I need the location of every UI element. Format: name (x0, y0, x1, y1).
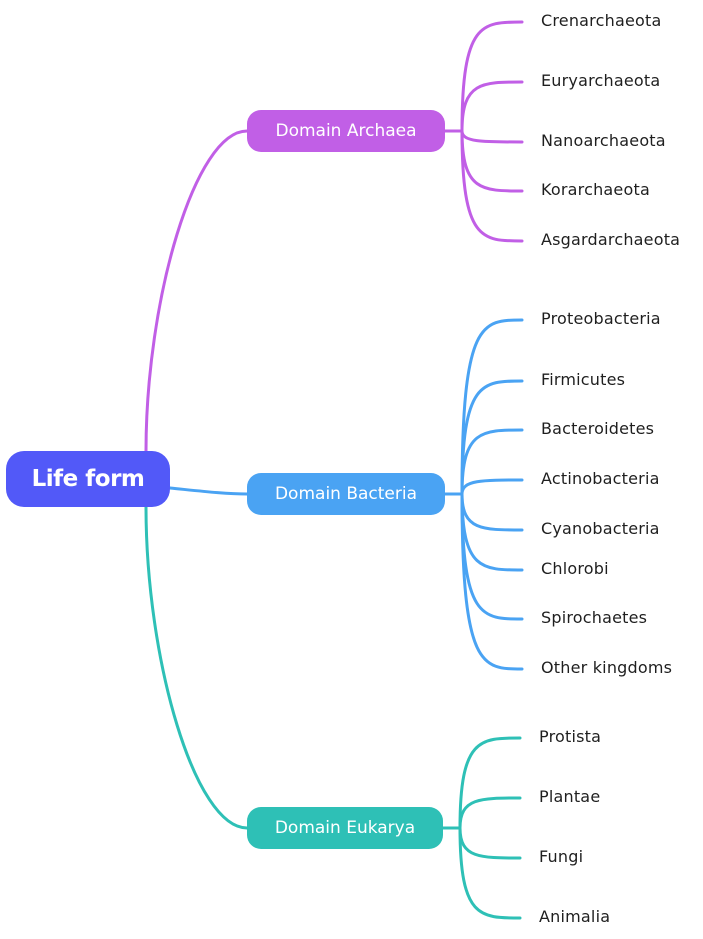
connector-leaf (460, 80, 524, 133)
leaf-node[interactable]: Animalia (539, 907, 611, 926)
connector-leaf (460, 492, 524, 532)
leaf-node[interactable]: Korarchaeota (541, 180, 650, 199)
leaf-node[interactable]: Firmicutes (541, 370, 626, 389)
connector-leaf (460, 492, 524, 671)
leaf-node[interactable]: Proteobacteria (541, 309, 661, 328)
connector-leaf (460, 129, 524, 243)
connector-leaf (460, 20, 524, 133)
leaf-node[interactable]: Nanoarchaeota (541, 131, 666, 150)
leaf-node[interactable]: Chlorobi (541, 559, 609, 578)
connector-leaf (458, 826, 522, 920)
connector-root-archaea (144, 129, 249, 453)
root-node-life-form[interactable]: Life form (6, 451, 170, 507)
leaf-node[interactable]: Euryarchaeota (541, 71, 661, 90)
connector-leaf (458, 736, 522, 830)
leaf-node[interactable]: Other kingdoms (541, 658, 673, 677)
connector-leaf (460, 129, 524, 144)
connector-leaf (460, 478, 524, 496)
leaf-node[interactable]: Spirochaetes (541, 608, 648, 627)
connector-leaf (460, 318, 524, 496)
connector-leaf (460, 428, 524, 496)
leaf-node[interactable]: Bacteroidetes (541, 419, 655, 438)
connector-leaf (458, 796, 522, 830)
leaf-node[interactable]: Actinobacteria (541, 469, 660, 488)
leaf-node[interactable]: Fungi (539, 847, 584, 866)
connector-leaf (460, 492, 524, 572)
branch-node-archaea[interactable]: Domain Archaea (247, 110, 445, 152)
connector-root-eukarya (144, 505, 249, 830)
connector-leaf (460, 379, 524, 496)
branch-node-eukarya[interactable]: Domain Eukarya (247, 807, 443, 849)
connector-root-bacteria (168, 486, 249, 496)
connector-leaf (458, 826, 522, 860)
leaf-node[interactable]: Cyanobacteria (541, 519, 660, 538)
leaf-node[interactable]: Plantae (539, 787, 601, 806)
leaf-node[interactable]: Protista (539, 727, 602, 746)
branch-node-bacteria[interactable]: Domain Bacteria (247, 473, 445, 515)
leaf-node[interactable]: Asgardarchaeota (541, 230, 681, 249)
leaf-node[interactable]: Crenarchaeota (541, 11, 662, 30)
connector-leaf (460, 492, 524, 621)
